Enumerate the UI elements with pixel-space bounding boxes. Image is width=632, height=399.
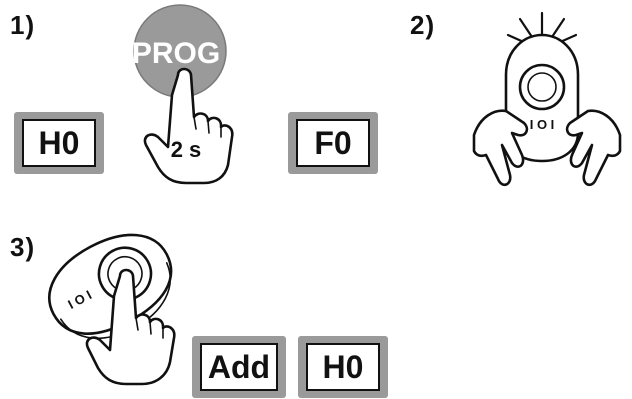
prog-button-label: PROG	[132, 37, 220, 70]
left-hand-icon	[472, 109, 529, 187]
step-2-label: 2)	[410, 10, 436, 40]
step-3-label: 3)	[10, 232, 36, 262]
display-result-1: Add	[192, 336, 286, 398]
remote-press-illustration: I O I	[48, 233, 176, 386]
pressing-hand-icon-step3	[85, 268, 176, 386]
display-before-text: H0	[22, 119, 96, 167]
display-after: F0	[288, 112, 378, 174]
hold-duration-label: 2 s	[171, 137, 202, 162]
right-hand-icon	[565, 109, 622, 187]
step-1-label: 1)	[10, 10, 36, 40]
display-after-text: F0	[296, 119, 370, 167]
prog-press-illustration: PROG 2 s	[132, 4, 234, 185]
display-result-2: H0	[298, 336, 388, 398]
pressing-hand-icon	[143, 67, 234, 185]
remote-button-symbols: I O I	[530, 117, 555, 132]
display-result-2-text: H0	[306, 343, 380, 391]
display-result-1-text: Add	[200, 343, 278, 391]
remote-two-hands-illustration: I O I	[472, 11, 622, 187]
remote-main-button[interactable]	[518, 63, 566, 111]
display-before: H0	[14, 112, 104, 174]
